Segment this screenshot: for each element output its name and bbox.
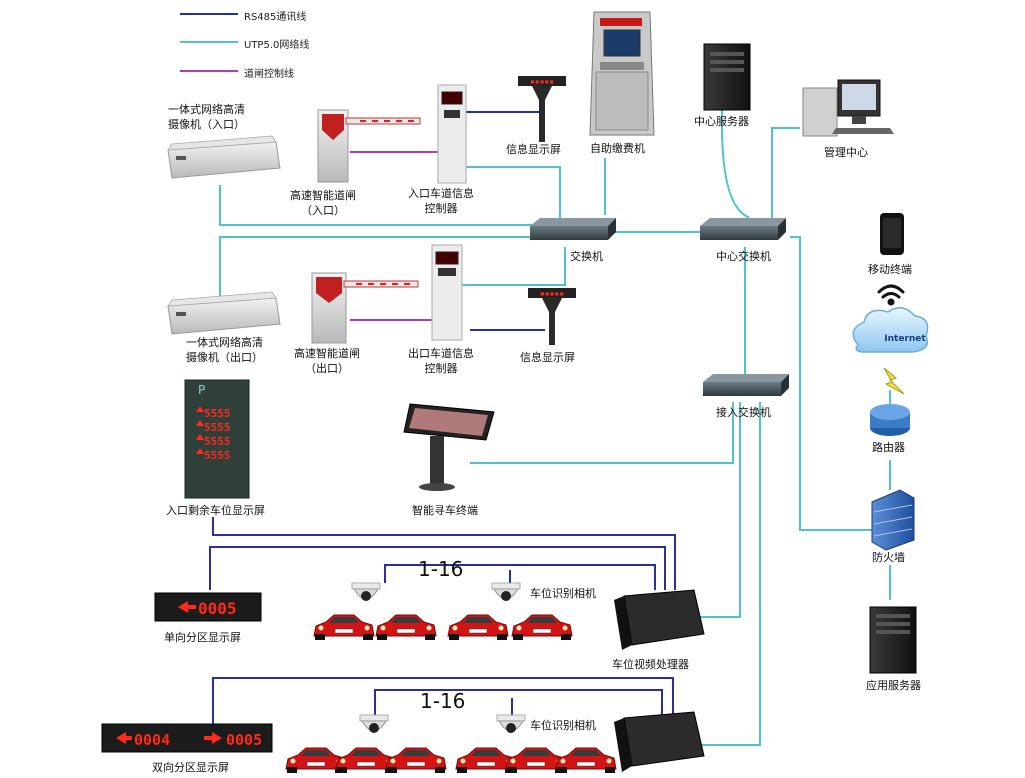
- exit-info-display: ▪▪▪▪▪: [528, 288, 576, 345]
- entrance-controller-label: 入口车道信息 控制器: [408, 187, 474, 215]
- entrance-camera-label: 一体式网络高清 摄像机（入口）: [168, 103, 245, 131]
- exit-camera: [167, 291, 281, 335]
- router-label: 路由器: [872, 441, 905, 454]
- entrance-camera: [167, 135, 281, 179]
- car-icon: [385, 747, 447, 774]
- svg-text:▪▪▪▪▪: ▪▪▪▪▪: [530, 77, 554, 86]
- mobile-label: 移动终端: [868, 263, 912, 276]
- center-switch: [700, 218, 786, 240]
- application-server: [869, 606, 917, 674]
- exit-lane-controller: [431, 244, 463, 341]
- dome-camera: [351, 582, 381, 602]
- mobile-terminal: [880, 213, 904, 255]
- legend-utp-label: UTP5.0网络线: [244, 40, 310, 51]
- remain-row-3: 5555: [204, 435, 231, 448]
- rs485-cables: [209, 111, 676, 725]
- switch-label: 交换机: [570, 250, 603, 263]
- exit-controller-label: 出口车道信息 控制器: [408, 347, 474, 375]
- double-display-label: 双向分区显示屏: [152, 761, 229, 774]
- exit-info-label: 信息显示屏: [520, 351, 575, 364]
- processor-label: 车位视频处理器: [612, 658, 689, 671]
- single-display-value: 0005: [198, 599, 237, 618]
- dome-camera: [496, 714, 526, 734]
- router-icon: [870, 404, 910, 436]
- exit-camera-label: 一体式网络高清 摄像机（出口）: [186, 336, 263, 364]
- single-display-label: 单向分区显示屏: [164, 631, 241, 644]
- switch: [530, 218, 616, 240]
- double-display-left: 0004: [134, 731, 170, 749]
- car-icon: [447, 614, 509, 641]
- kiosk-label: 自助缴费机: [590, 142, 645, 155]
- range-label-2: 1-16: [420, 689, 466, 713]
- remain-row-4: 5555: [204, 449, 231, 462]
- access-switch-label: 接入交换机: [716, 406, 771, 419]
- car-icon: [313, 614, 375, 641]
- firewall-label: 防火墙: [872, 551, 905, 564]
- gate-control-cables: [350, 151, 440, 321]
- exit-barrier-gate: [311, 272, 419, 344]
- entrance-barrier-gate: [317, 109, 421, 183]
- recognition-camera-label-2: 车位识别相机: [530, 719, 596, 732]
- legend-rs485-label: RS485通讯线: [244, 12, 307, 23]
- entrance-info-display: ▪▪▪▪▪: [518, 76, 566, 142]
- car-finder-terminal: [403, 403, 495, 491]
- single-direction-display: 0005: [154, 592, 262, 622]
- center-switch-label: 中心交换机: [716, 250, 771, 263]
- exit-gate-label: 高速智能道闸 （出口）: [294, 347, 360, 375]
- management-label: 管理中心: [824, 146, 868, 159]
- entrance-lane-controller: [437, 84, 467, 184]
- remaining-spaces-board: P 5555 5555 5555 5555: [184, 379, 250, 499]
- recognition-camera-label-1: 车位识别相机: [530, 587, 596, 600]
- network-cables: [219, 109, 891, 746]
- management-pc: [802, 79, 894, 137]
- server-label: 中心服务器: [694, 115, 749, 128]
- lightning-icon: [883, 367, 905, 395]
- car-icon: [555, 747, 617, 774]
- svg-text:▪▪▪▪▪: ▪▪▪▪▪: [540, 289, 564, 298]
- car-icon: [375, 614, 437, 641]
- internet-cloud: [852, 307, 929, 353]
- svg-text:P: P: [198, 383, 205, 397]
- app-server-label: 应用服务器: [866, 679, 921, 692]
- legend-control-label: 道闸控制线: [244, 69, 294, 80]
- firewall-icon: [871, 489, 915, 551]
- remain-board-label: 入口剩余车位显示屏: [166, 504, 265, 517]
- remain-row-2: 5555: [204, 421, 231, 434]
- range-label-1: 1-16: [418, 557, 464, 581]
- video-processor-1: [614, 589, 705, 650]
- internet-label: Internet: [884, 334, 926, 344]
- central-server: [703, 43, 751, 111]
- double-direction-display: 0004 0005: [101, 723, 273, 753]
- dome-camera: [491, 582, 521, 602]
- entrance-info-label: 信息显示屏: [506, 143, 561, 156]
- dome-camera: [359, 714, 389, 734]
- finder-label: 智能寻车终端: [412, 504, 478, 517]
- wifi-icon: [877, 284, 905, 306]
- double-display-right: 0005: [226, 731, 262, 749]
- entrance-gate-label: 高速智能道闸 （入口）: [290, 189, 356, 217]
- remain-row-1: 5555: [204, 407, 231, 420]
- legend: [180, 13, 238, 72]
- car-icon: [511, 614, 573, 641]
- video-processor-2: [614, 711, 705, 772]
- access-switch: [703, 374, 789, 396]
- self-service-kiosk: [589, 11, 655, 136]
